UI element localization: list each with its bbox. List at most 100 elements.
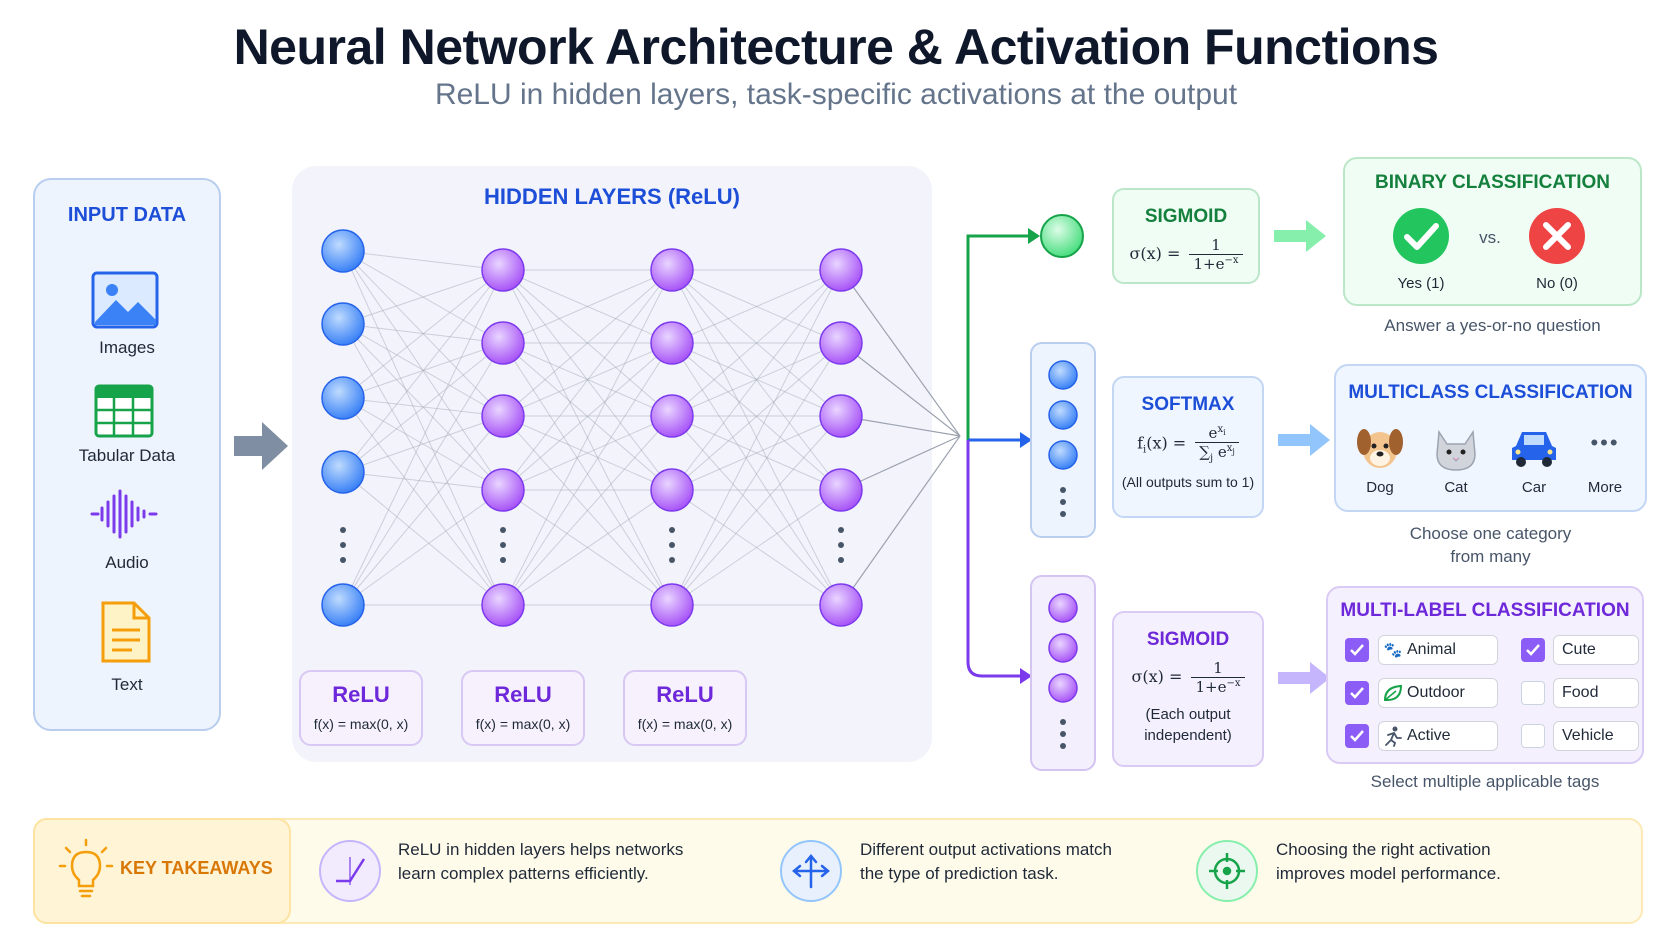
- flow-arrow-icon: [234, 422, 288, 470]
- network-connection: [342, 323, 504, 344]
- multiclass-title: MULTICLASS CLASSIFICATION: [1348, 382, 1633, 403]
- network-connection: [502, 269, 673, 417]
- relu-card-label: ReLU: [494, 682, 552, 707]
- hidden-layer-node: [481, 248, 525, 292]
- tag-checkbox[interactable]: [1345, 681, 1369, 705]
- hidden-layer-node: [650, 583, 694, 627]
- tag-label: Vehicle: [1562, 727, 1614, 744]
- relu-card-formula: f(x) = max(0, x): [475, 716, 571, 732]
- network-connection: [342, 342, 504, 606]
- arrow-to-multiclass-icon: [1278, 424, 1330, 456]
- softmax-title: SOFTMAX: [1141, 394, 1235, 415]
- tag-checkbox[interactable]: [1521, 681, 1545, 705]
- multiclass-option-label: More: [1587, 479, 1623, 496]
- page-title: Neural Network Architecture & Activation…: [233, 19, 1439, 75]
- hidden-layer-node: [819, 248, 863, 292]
- softmax-card: SOFTMAX fi(x) = exi∑j exj (All outputs s…: [1112, 376, 1264, 518]
- network-connection: [502, 269, 673, 344]
- input-item-label: Text: [111, 675, 143, 694]
- network-connection: [671, 342, 842, 491]
- hidden-layer-node: [481, 321, 525, 365]
- softmax-output-node: [1048, 360, 1078, 390]
- softmax-formula: fi(x) = exi∑j exj: [1114, 424, 1262, 464]
- network-connection: [671, 269, 842, 344]
- softmax-output-node: [1048, 400, 1078, 430]
- ellipsis-dot: [669, 542, 675, 548]
- ellipsis-dot: [500, 557, 506, 563]
- ellipsis-dot: [340, 527, 346, 533]
- network-connection: [342, 269, 504, 325]
- input-item-label: Tabular Data: [78, 446, 176, 465]
- network-connection: [502, 342, 673, 417]
- input-layer-node: [321, 583, 365, 627]
- relu-card-formula: f(x) = max(0, x): [637, 716, 733, 732]
- tag-checkbox[interactable]: [1521, 724, 1545, 748]
- network-connection: [671, 269, 842, 491]
- input-layer-node: [321, 229, 365, 273]
- network-connection: [502, 415, 673, 606]
- tag-chip[interactable]: Food: [1553, 678, 1639, 708]
- network-connection: [671, 415, 842, 606]
- hidden-layers-title: HIDDEN LAYERS (ReLU): [484, 184, 740, 209]
- network-connection: [671, 342, 842, 606]
- multilabel-branch-arrow: [966, 440, 1025, 678]
- network-connection: [502, 342, 673, 417]
- network-connection: [342, 250, 504, 491]
- output-connection: [840, 435, 961, 491]
- relu-card-label: ReLU: [332, 682, 390, 707]
- ellipsis-dot: [500, 542, 506, 548]
- tag-label: Animal: [1407, 641, 1456, 658]
- ellipsis-dot: [669, 527, 675, 533]
- network-connection: [342, 489, 504, 606]
- network-connection: [671, 489, 842, 606]
- multilabel-output-node: [1048, 593, 1078, 623]
- ellipsis-dot: [340, 542, 346, 548]
- tag-checkbox[interactable]: [1345, 724, 1369, 748]
- tag-chip[interactable]: Cute: [1553, 635, 1639, 665]
- car-icon: [1512, 432, 1556, 467]
- binary-output-node: [1040, 214, 1084, 258]
- binary-branch-arrow: [966, 234, 1033, 440]
- lightbulb-icon: [58, 838, 114, 898]
- tag-checkbox[interactable]: [1521, 638, 1545, 662]
- tag-chip[interactable]: Vehicle: [1553, 721, 1639, 751]
- relu-card: ReLU f(x) = max(0, x): [461, 670, 585, 746]
- hidden-layer-node: [819, 321, 863, 365]
- tag-chip[interactable]: Active: [1378, 721, 1498, 751]
- network-connection: [342, 323, 504, 491]
- vs-label: vs.: [1479, 228, 1501, 247]
- relu-graph-icon: [319, 840, 381, 902]
- relu-card-label: ReLU: [656, 682, 714, 707]
- tag-chip[interactable]: Outdoor: [1378, 678, 1498, 708]
- key-takeaways-title: KEY TAKEAWAYS: [120, 858, 273, 878]
- tag-checkbox[interactable]: [1345, 638, 1369, 662]
- relu-card: ReLU f(x) = max(0, x): [299, 670, 423, 746]
- network-connection: [502, 342, 673, 606]
- check-circle-icon: [1393, 208, 1449, 264]
- network-connection: [342, 397, 504, 491]
- ellipsis-dot: [838, 527, 844, 533]
- network-connection: [671, 269, 842, 606]
- network-connection: [502, 415, 673, 491]
- network-connection: [342, 342, 504, 473]
- tag-chip[interactable]: 🐾 Animal: [1378, 635, 1498, 665]
- input-item-label: Images: [99, 338, 155, 357]
- network-connection: [671, 342, 842, 417]
- document-icon: [101, 601, 151, 663]
- relu-card: ReLU f(x) = max(0, x): [623, 670, 747, 746]
- network-connection: [502, 342, 673, 491]
- network-connection: [342, 415, 504, 473]
- multiclass-option-label: Dog: [1366, 479, 1394, 496]
- network-connection: [342, 415, 504, 606]
- multiclass-option-label: Cat: [1444, 479, 1468, 496]
- network-connection: [502, 269, 673, 606]
- input-item-label: Audio: [105, 553, 149, 572]
- network-connection: [342, 269, 504, 606]
- network-connection: [671, 269, 842, 606]
- hidden-layer-node: [481, 394, 525, 438]
